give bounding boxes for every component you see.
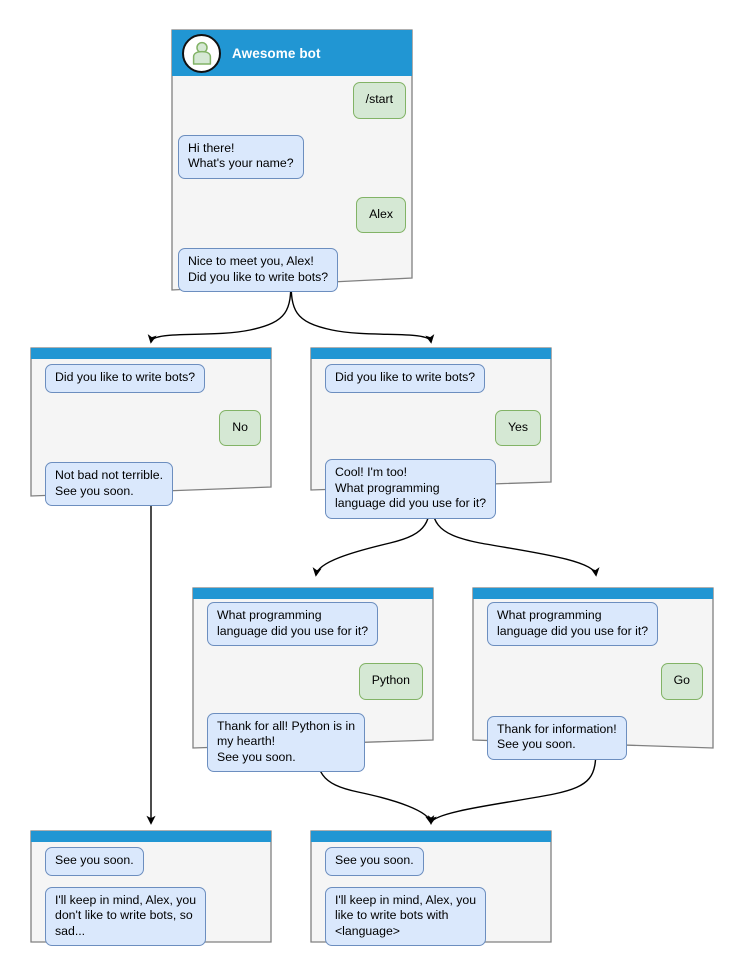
message-row: Not bad not terrible. See you soon.: [37, 462, 265, 506]
bot-message-bubble[interactable]: Did you like to write bots?: [45, 364, 206, 393]
message-list: /start Hi there! What's your name? Alex …: [168, 82, 416, 292]
window-titlebar: Awesome bot: [172, 30, 412, 76]
message-row: No: [37, 409, 265, 446]
chat-window-go-branch[interactable]: What programming language did you use fo…: [470, 585, 716, 760]
user-message-bubble[interactable]: Python: [358, 663, 423, 700]
message-row: Thank for all! Python is in my hearth! S…: [199, 712, 427, 772]
message-list: Did you like to write bots? No Not bad n…: [28, 364, 274, 506]
message-row: What programming language did you use fo…: [479, 602, 707, 646]
window-title: Awesome bot: [232, 45, 321, 61]
message-row: /start: [178, 82, 406, 119]
message-row: See you soon.: [37, 847, 265, 876]
user-message-bubble[interactable]: Go: [660, 663, 703, 700]
bot-message-bubble[interactable]: Thank for all! Python is in my hearth! S…: [207, 712, 366, 772]
message-row: Cool! I'm too! What programming language…: [317, 459, 545, 519]
message-row: Nice to meet you, Alex! Did you like to …: [178, 248, 406, 292]
chat-window-end-sad[interactable]: See you soon. I'll keep in mind, Alex, y…: [28, 828, 274, 946]
chat-window-python-branch[interactable]: What programming language did you use fo…: [190, 585, 436, 772]
bot-message-bubble[interactable]: What programming language did you use fo…: [207, 602, 379, 646]
message-row: Python: [199, 663, 427, 700]
bot-message-bubble[interactable]: Not bad not terrible. See you soon.: [45, 462, 174, 506]
message-row: Go: [479, 663, 707, 700]
bot-message-bubble[interactable]: I'll keep in mind, Alex, you like to wri…: [325, 886, 487, 946]
bot-message-bubble[interactable]: What programming language did you use fo…: [487, 602, 659, 646]
message-list: See you soon. I'll keep in mind, Alex, y…: [28, 847, 274, 946]
bot-message-bubble[interactable]: Cool! I'm too! What programming language…: [325, 459, 497, 519]
bot-message-bubble[interactable]: Thank for information! See you soon.: [487, 715, 627, 760]
bot-message-bubble[interactable]: See you soon.: [45, 847, 144, 876]
message-row: I'll keep in mind, Alex, you like to wri…: [317, 886, 545, 946]
message-list: See you soon. I'll keep in mind, Alex, y…: [308, 847, 554, 946]
bot-message-bubble[interactable]: I'll keep in mind, Alex, you don't like …: [45, 886, 207, 946]
bot-message-bubble[interactable]: Hi there! What's your name?: [178, 134, 304, 179]
person-avatar-icon: [182, 33, 221, 73]
chat-window-end-happy[interactable]: See you soon. I'll keep in mind, Alex, y…: [308, 828, 554, 946]
bot-message-bubble[interactable]: Did you like to write bots?: [325, 364, 486, 393]
message-row: Did you like to write bots?: [37, 364, 265, 393]
message-row: Did you like to write bots?: [317, 364, 545, 393]
user-message-bubble[interactable]: No: [219, 409, 261, 446]
message-row: See you soon.: [317, 847, 545, 876]
message-list: What programming language did you use fo…: [190, 602, 436, 772]
message-list: Did you like to write bots? Yes Cool! I'…: [308, 364, 554, 519]
message-row: Alex: [178, 196, 406, 233]
message-row: What programming language did you use fo…: [199, 602, 427, 646]
bot-message-bubble[interactable]: See you soon.: [325, 847, 424, 876]
user-message-bubble[interactable]: /start: [352, 82, 406, 119]
message-row: Hi there! What's your name?: [178, 134, 406, 179]
chat-window-no-branch[interactable]: Did you like to write bots? No Not bad n…: [28, 345, 274, 506]
message-row: I'll keep in mind, Alex, you don't like …: [37, 886, 265, 946]
user-message-bubble[interactable]: Yes: [494, 409, 541, 446]
user-message-bubble[interactable]: Alex: [356, 196, 406, 233]
message-row: Thank for information! See you soon.: [479, 715, 707, 760]
chat-window-start[interactable]: Awesome bot /start Hi there! What's your…: [168, 26, 416, 294]
message-list: What programming language did you use fo…: [470, 602, 716, 760]
message-row: Yes: [317, 409, 545, 446]
bot-message-bubble[interactable]: Nice to meet you, Alex! Did you like to …: [178, 248, 339, 292]
chat-window-yes-branch[interactable]: Did you like to write bots? Yes Cool! I'…: [308, 345, 554, 519]
